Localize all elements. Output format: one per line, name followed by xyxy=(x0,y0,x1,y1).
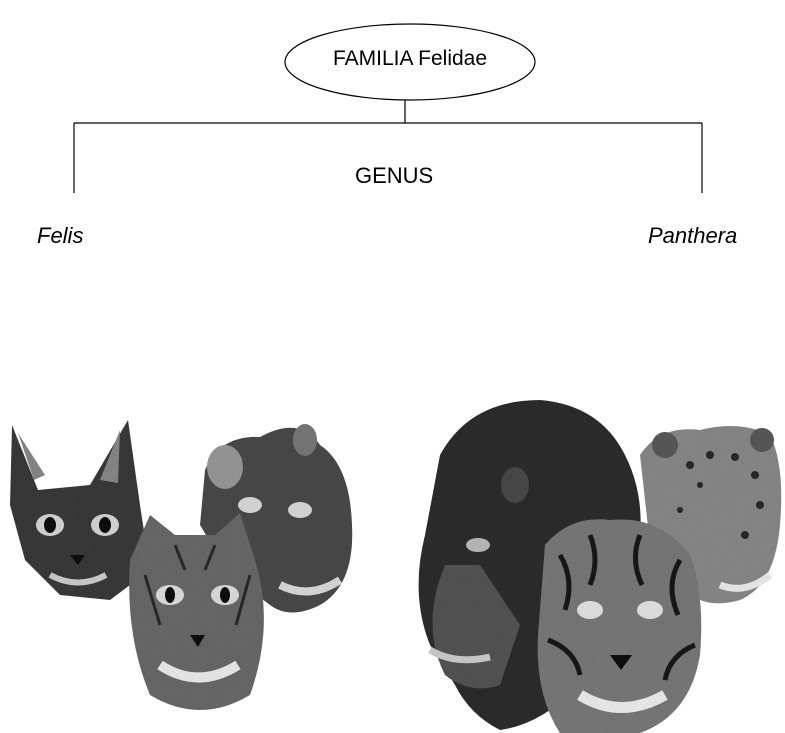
lynx-head-illustration xyxy=(129,513,264,710)
illustrations xyxy=(0,395,785,733)
family-label: FAMILIA Felidae xyxy=(295,47,525,71)
genus-panthera-label: Panthera xyxy=(648,223,737,249)
wildcat-head-illustration xyxy=(10,420,150,600)
rank-label: GENUS xyxy=(355,163,433,189)
genus-felis-label: Felis xyxy=(37,223,83,249)
tiger-head-illustration xyxy=(538,519,702,733)
small-cats-heads-illustration xyxy=(10,420,352,710)
big-cats-heads-illustration xyxy=(419,400,782,733)
taxonomy-tree xyxy=(0,0,785,300)
